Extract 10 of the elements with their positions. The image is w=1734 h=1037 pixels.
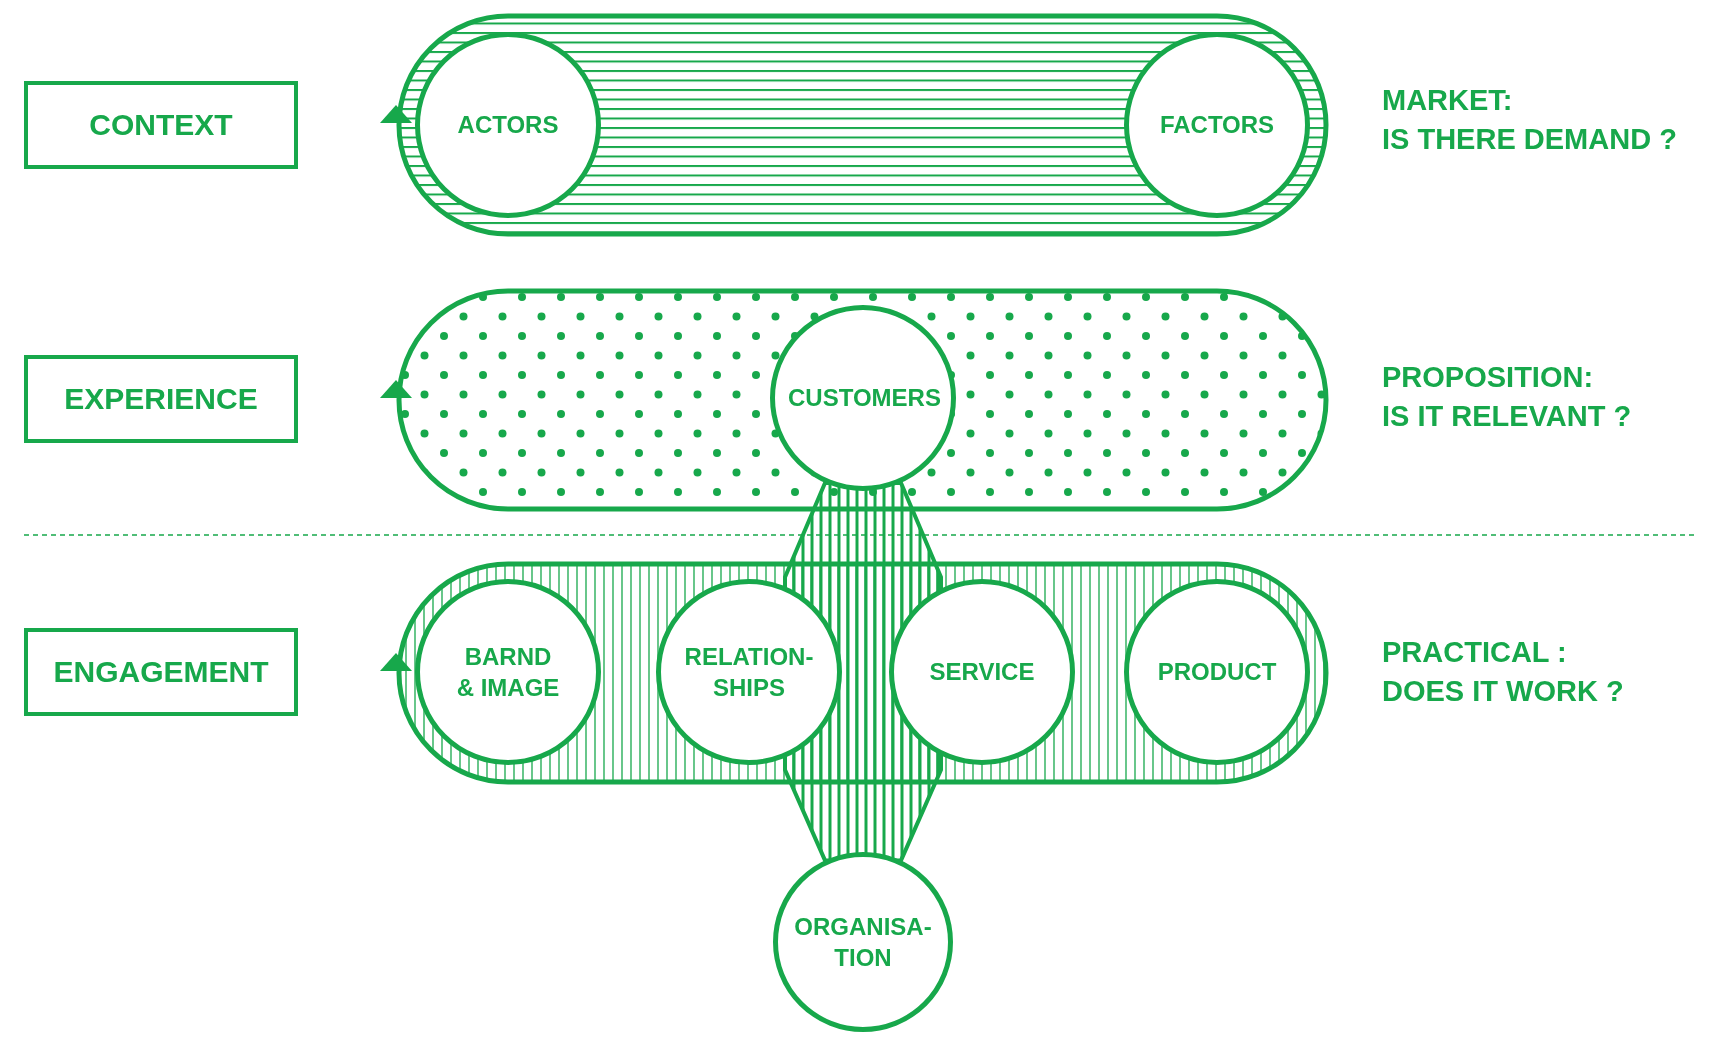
label-box: EXPERIENCE — [24, 355, 298, 443]
question-text: PRACTICAL : — [1382, 636, 1567, 669]
question-text: DOES IT WORK ? — [1382, 675, 1624, 708]
question-text: IS IT RELEVANT ? — [1382, 400, 1632, 433]
label-box: CONTEXT — [24, 81, 298, 169]
question-text: PROPOSITION: — [1382, 361, 1594, 394]
question-text: MARKET: — [1382, 84, 1513, 117]
circle-node: ORGANISA-TION — [773, 852, 953, 1032]
label-box: ENGAGEMENT — [24, 628, 298, 716]
question-text: IS THERE DEMAND ? — [1382, 123, 1677, 156]
